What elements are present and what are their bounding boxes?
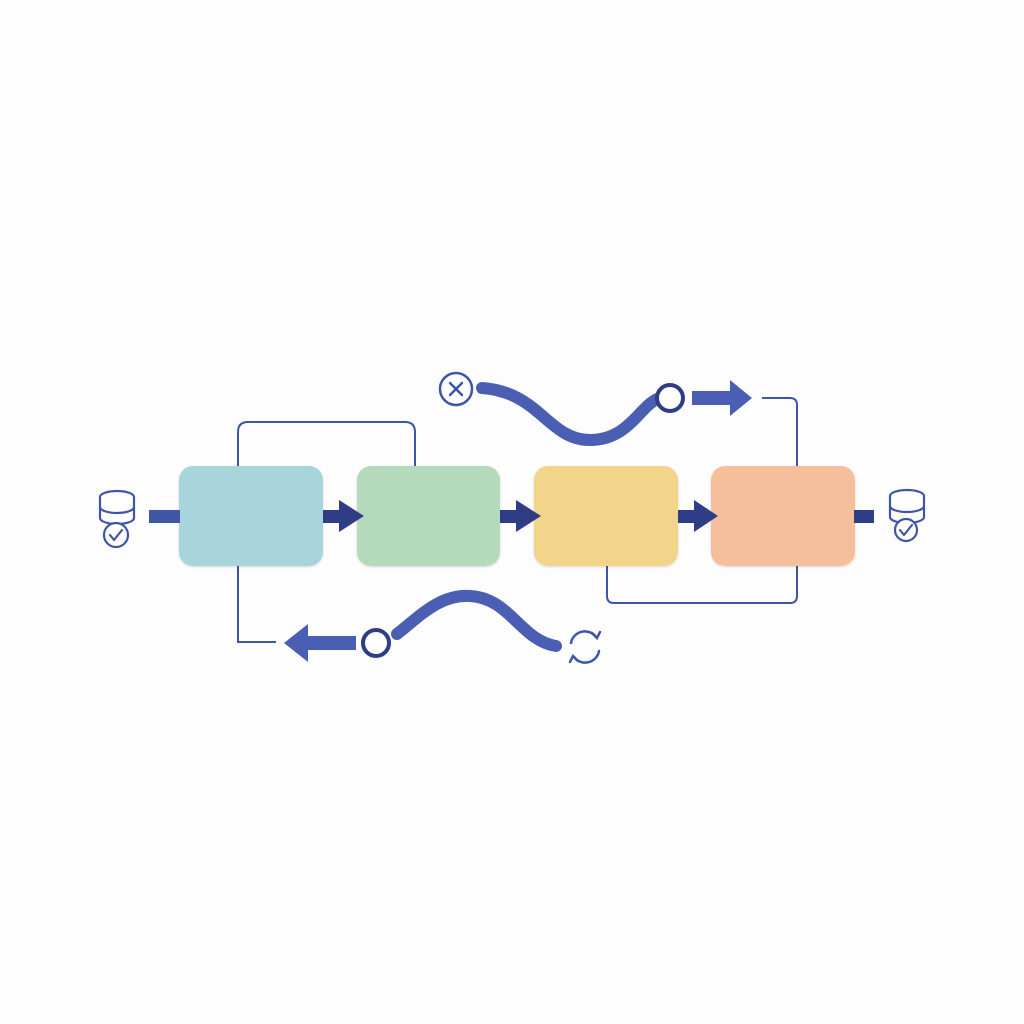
wave-node-top <box>655 383 685 413</box>
flow-arrow-1-2 <box>323 500 364 532</box>
retry-wave-path <box>391 589 562 652</box>
bottom-left-arrow <box>284 624 356 662</box>
wave-node-bottom <box>361 628 391 658</box>
loop-connector-top <box>237 421 416 466</box>
circle-x-icon[interactable] <box>438 371 474 407</box>
stage-box-2[interactable] <box>357 466 500 566</box>
top-right-arrow <box>692 380 752 416</box>
entry-bar <box>149 510 180 523</box>
flow-arrow-3-4 <box>678 500 718 532</box>
flow-arrow-2-3 <box>500 500 541 532</box>
loop-connector-bottom-left <box>237 566 276 643</box>
refresh-icon[interactable] <box>568 630 602 664</box>
stage-box-1[interactable] <box>179 466 323 566</box>
loop-connector-bottom-right <box>606 566 798 604</box>
stage-box-4[interactable] <box>711 466 855 566</box>
exit-bar <box>854 510 874 523</box>
loop-connector-top-right <box>762 397 798 466</box>
error-wave-path <box>476 382 666 447</box>
stage-box-3[interactable] <box>534 466 678 566</box>
database-check-icon <box>98 489 136 549</box>
database-check-icon-end <box>888 488 926 543</box>
